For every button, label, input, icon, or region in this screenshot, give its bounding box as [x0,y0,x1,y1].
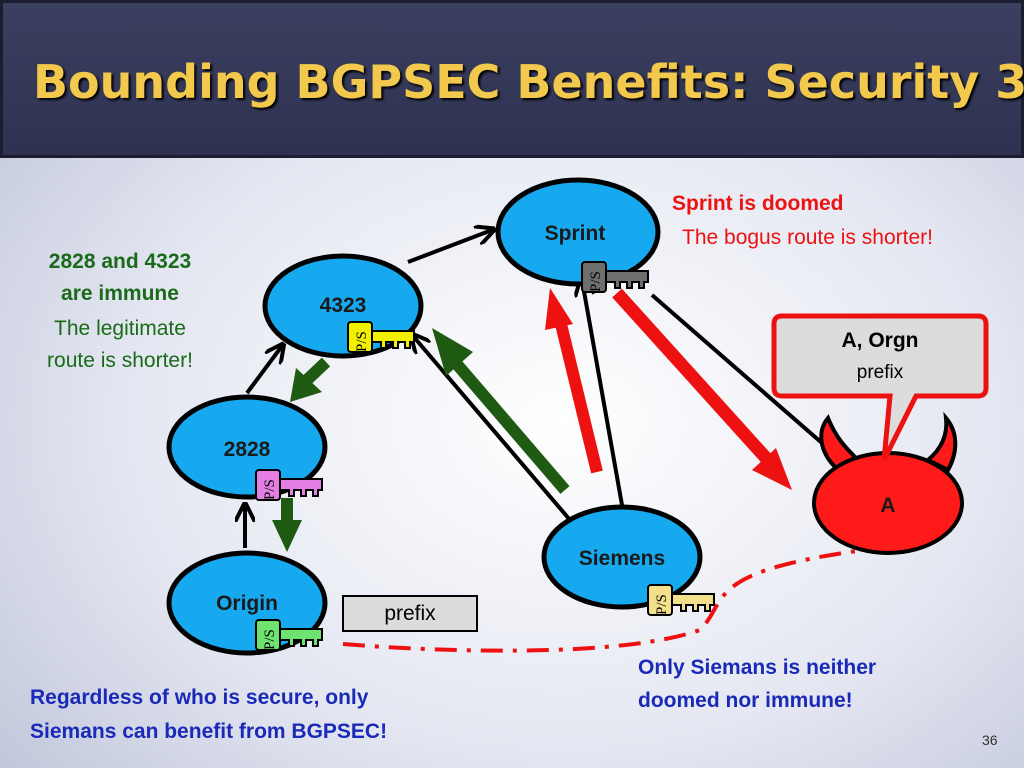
key-labels: P/S P/S P/S P/S P/S [262,271,670,650]
link-attacker-sprint [650,293,832,452]
immune-title-line1: 2828 and 4323 [49,250,191,273]
green-arrows [272,328,570,552]
bogus-route-dashed [342,546,881,653]
link-4323-sprint [407,230,492,264]
key-sprint-label: P/S [588,271,604,292]
left-horn [819,414,860,471]
green-arrow-siemens-4323 [432,328,473,376]
green-arrow-2828-origin [272,520,302,552]
bottom-note-line1: Regardless of who is secure, only [30,686,369,709]
node-2828 [166,394,328,500]
callout-bubble [771,313,989,462]
title-text: Bounding BGPSEC Benefits: Security 3 [33,55,1024,109]
green-arrow-4323-2828 [290,368,322,402]
red-arrow-sprint-attacker [752,448,792,490]
red-arrows [545,288,792,490]
right-horn [924,411,958,473]
notes: 2828 and 4323 are immune The legitimate … [30,192,933,743]
link-siemens-sprint [582,280,624,506]
node-attacker [812,411,964,555]
node-4323-label: 4323 [320,294,367,317]
node-siemens [541,504,703,610]
callout [771,313,989,462]
prefix-box-label: prefix [384,602,436,625]
slide-number: 36 [982,732,998,748]
node-origin-label: Origin [216,592,278,615]
node-sprint [495,177,661,287]
siemens-note-line2: doomed nor immune! [638,689,853,712]
nodes [166,177,703,656]
callout-title: A, Orgn [842,329,919,352]
prefix-box [342,595,478,632]
bottom-note-line2: Siemans can benefit from BGPSEC! [30,720,387,743]
immune-body-line2: route is shorter! [47,349,193,372]
siemens-note-line1: Only Siemans is neither [638,656,876,679]
immune-title-line2: are immune [61,282,179,305]
doomed-title: Sprint is doomed [672,192,844,215]
key-2828-label: P/S [262,479,278,500]
doomed-body: The bogus route is shorter! [682,226,933,249]
key-origin-label: P/S [262,629,278,650]
title-bar: Bounding BGPSEC Benefits: Security 3rd [0,0,1024,158]
node-attacker-label: A [880,494,895,517]
callout-body: prefix [857,362,904,383]
link-siemens-4323 [413,336,572,522]
key-siemens-label: P/S [654,594,670,615]
link-2828-4323 [245,346,282,395]
node-2828-label: 2828 [224,438,271,461]
key-4323-label: P/S [354,331,370,352]
node-labels: Sprint 4323 2828 Origin Siemens A [216,222,896,615]
node-sprint-label: Sprint [545,222,606,245]
node-siemens-label: Siemens [579,547,665,570]
red-arrow-siemens-sprint [545,288,573,330]
links [245,230,832,548]
immune-body-line1: The legitimate [54,317,186,340]
slide-title: Bounding BGPSEC Benefits: Security 3rd [33,55,1024,109]
